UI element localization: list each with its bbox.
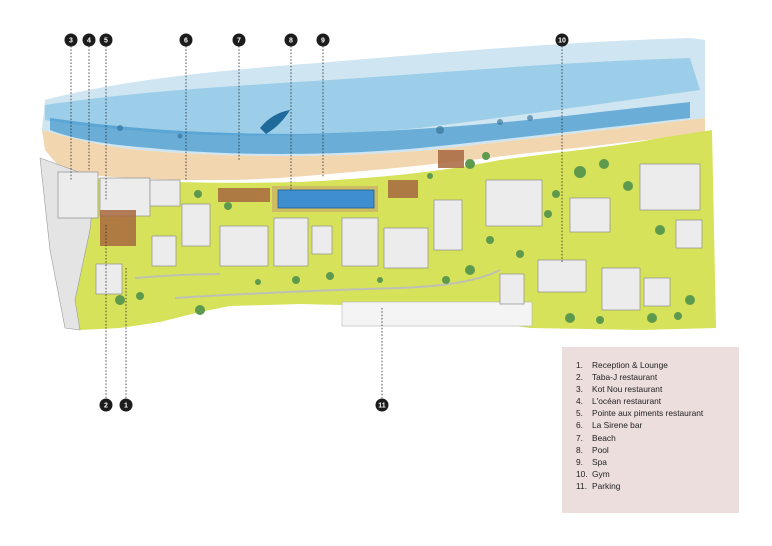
svg-text:3: 3 <box>69 38 73 45</box>
legend-item-kot-nou: 3.Kot Nou restaurant <box>576 384 663 395</box>
parking-lot <box>341 301 533 327</box>
marker-2[interactable]: 2 <box>99 398 113 412</box>
legend-item-locean: 4.L'océan restaurant <box>576 396 662 407</box>
svg-text:4: 4 <box>87 38 91 45</box>
svg-text:6: 6 <box>184 38 188 45</box>
svg-text:5: 5 <box>104 38 108 45</box>
sea <box>42 38 705 156</box>
svg-text:9: 9 <box>321 38 325 45</box>
legend-item-spa: 9.Spa <box>576 456 607 467</box>
legend-item-taba-j: 2.Taba-J restaurant <box>576 372 658 383</box>
legend-item-pointe-aux-piments: 5.Pointe aux piments restaurant <box>576 408 704 419</box>
svg-text:8: 8 <box>289 38 293 45</box>
svg-text:10: 10 <box>558 38 566 45</box>
marker-3[interactable]: 3 <box>64 33 78 47</box>
marker-11[interactable]: 11 <box>375 398 389 412</box>
marker-1[interactable]: 1 <box>119 398 133 412</box>
trees <box>115 152 695 324</box>
marker-7[interactable]: 7 <box>232 33 246 47</box>
marker-6[interactable]: 6 <box>179 33 193 47</box>
pool <box>272 186 378 212</box>
beach <box>42 118 705 181</box>
marker-8[interactable]: 8 <box>284 33 298 47</box>
svg-text:2: 2 <box>104 403 108 410</box>
marker-5[interactable]: 5 <box>99 33 113 47</box>
svg-text:1: 1 <box>124 403 128 410</box>
legend-item-la-sirene: 6.La Sirene bar <box>576 420 643 431</box>
legend-item-parking: 11.Parking <box>576 480 621 491</box>
decks <box>100 150 464 246</box>
legend-item-reception: 1.Reception & Lounge <box>576 360 668 370</box>
map-legend: 1.Reception & Lounge 2.Taba-J restaurant… <box>562 347 739 513</box>
svg-text:7: 7 <box>237 38 241 45</box>
buildings <box>57 163 703 311</box>
svg-text:11: 11 <box>378 403 386 410</box>
legend-item-beach: 7.Beach <box>576 432 616 443</box>
legend-list: 1.Reception & Lounge 2.Taba-J restaurant… <box>576 359 739 492</box>
marker-10[interactable]: 10 <box>555 33 569 47</box>
marker-leader-lines <box>70 46 563 398</box>
marker-4[interactable]: 4 <box>82 33 96 47</box>
legend-item-gym: 10.Gym <box>576 468 610 479</box>
legend-item-pool: 8.Pool <box>576 444 609 455</box>
marker-9[interactable]: 9 <box>316 33 330 47</box>
